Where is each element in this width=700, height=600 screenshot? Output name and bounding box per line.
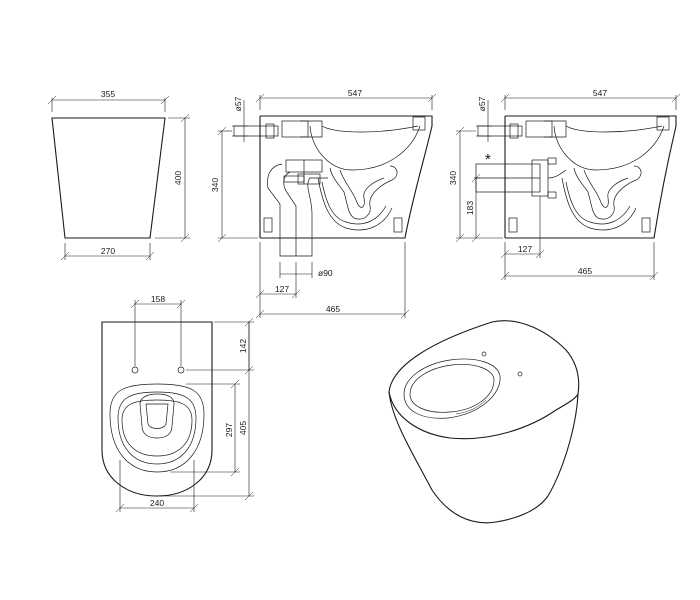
front-body-outline	[51, 117, 166, 239]
side-alt-outlet-offset-label: 127	[518, 244, 532, 254]
top-hole-spacing-label: 158	[151, 294, 165, 304]
perspective-view	[388, 320, 580, 524]
side-alt-rim	[565, 125, 663, 133]
top-view: 158 142 297 405 240	[101, 294, 254, 513]
top-bowl	[121, 399, 193, 457]
side-outlet-dia-label: ø90	[318, 268, 333, 278]
persp-body-right	[547, 393, 579, 497]
side-alt-base-length-label: 465	[578, 266, 592, 276]
side-inlet-connector	[281, 120, 309, 138]
top-rim-outer	[109, 383, 205, 473]
side-alt-inlet-height-label: 340	[448, 171, 458, 185]
side-rear-fixing	[412, 116, 426, 131]
side-body-outline	[260, 115, 433, 239]
front-width-top-label: 355	[101, 89, 115, 99]
persp-body-left	[388, 391, 549, 524]
side-alt-outlet-height-label: 183	[465, 201, 475, 215]
top-fixing-hole-left	[131, 366, 139, 374]
side-outlet-offset-label: 127	[275, 284, 289, 294]
top-rim-inner	[117, 391, 197, 465]
side-length-label: 547	[348, 88, 362, 98]
side-pipe-dia-label: ø57	[233, 96, 243, 111]
side-view: 547 ø57 340 127 ø90 465	[210, 88, 437, 319]
side-alt-note-mark: *	[485, 151, 491, 168]
top-fixing-hole-right	[177, 366, 185, 374]
side-inlet-height-label: 340	[210, 178, 220, 192]
side-rim	[321, 125, 419, 133]
side-view-alt: * 547 ø57 340 183 127 465	[448, 88, 681, 281]
persp-top-outline	[388, 320, 580, 395]
side-bowl	[309, 125, 421, 171]
side-base-length-label: 465	[326, 304, 340, 314]
side-alt-inlet-pipe	[477, 125, 523, 137]
side-alt-length-label: 547	[593, 88, 607, 98]
side-inlet-pipe	[233, 125, 279, 137]
front-view: 355 400 270	[47, 89, 190, 261]
front-width-bottom-label: 270	[101, 246, 115, 256]
side-alt-body-outline	[505, 115, 677, 239]
top-total-length-label: 405	[238, 421, 248, 435]
top-drain	[139, 393, 175, 439]
side-alt-pipe-dia-label: ø57	[477, 96, 487, 111]
top-hole-offset-label: 142	[238, 339, 248, 353]
persp-bowl-inner	[409, 364, 495, 413]
top-bowl-length-label: 297	[224, 423, 234, 437]
front-height-label: 400	[173, 171, 183, 185]
side-alt-bowl	[553, 125, 665, 171]
top-body-outline	[101, 321, 213, 497]
persp-fixing-hole-left	[481, 351, 487, 357]
persp-bowl-outer	[403, 358, 501, 419]
top-width-label: 240	[150, 498, 164, 508]
persp-fixing-hole-right	[517, 371, 523, 377]
persp-rim-front	[388, 391, 579, 440]
